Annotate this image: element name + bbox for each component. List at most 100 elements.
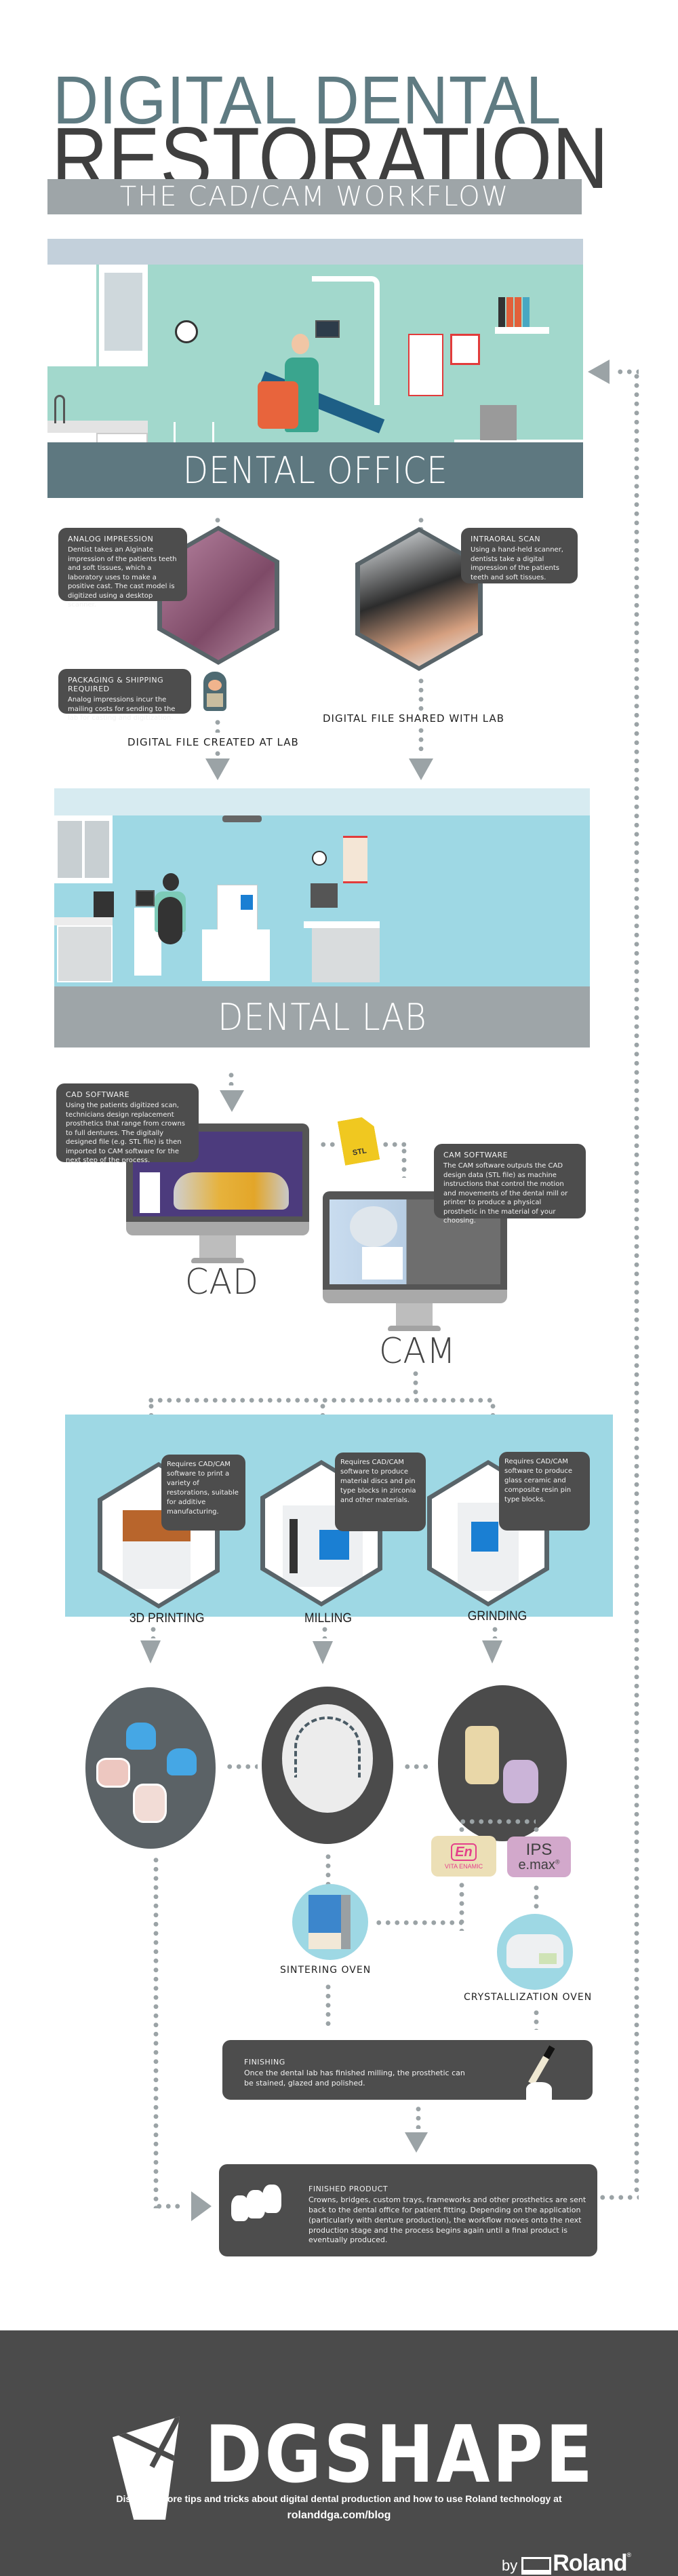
intraoral-scan-callout: INTRAORAL SCAN Using a hand-held scanner… <box>461 528 578 583</box>
connector-dots <box>418 726 424 756</box>
tooth-poster <box>408 334 443 396</box>
implant-poster <box>343 836 367 883</box>
cam-label: CAM <box>378 1331 456 1372</box>
callout-title: INTRAORAL SCAN <box>471 535 541 543</box>
connector-dots <box>155 2204 182 2209</box>
lab-workbench <box>202 929 270 981</box>
callout-body: Analog impressions incur the mailing cos… <box>68 696 176 722</box>
connector-dots <box>215 749 220 756</box>
footer: DGSHAPE Discover more tips and tricks ab… <box>0 2330 678 2576</box>
dental-lab-label: DENTAL LAB <box>217 995 427 1039</box>
arrow-down-icon <box>405 2132 428 2153</box>
sintering-oven-circle <box>292 1884 368 1960</box>
return-loop-connector <box>634 372 639 2197</box>
footer-link[interactable]: rolanddga.com/blog <box>287 2510 391 2521</box>
faucet-icon <box>54 395 65 423</box>
cad-label: CAD <box>184 1262 260 1303</box>
ips-line1: IPS <box>525 1841 553 1859</box>
connector-dots <box>228 1071 234 1085</box>
callout-title: PACKAGING & SHIPPING REQUIRED <box>68 676 164 693</box>
clock-icon <box>175 320 198 343</box>
connector-dots <box>403 1764 433 1769</box>
monitor-foot <box>191 1258 244 1263</box>
arrow-down-icon <box>409 758 433 780</box>
clock-icon <box>312 851 327 866</box>
lab-desk-monitor <box>311 883 338 908</box>
monitor-stand <box>199 1235 236 1261</box>
binder <box>515 297 521 327</box>
grinding-callout: Requires CAD/CAM software to produce gla… <box>499 1452 590 1531</box>
sintering-oven-label: SINTERING OVEN <box>280 1965 372 1976</box>
xray-monitor <box>315 320 340 338</box>
finished-product-callout: FINISHED PRODUCT Crowns, bridges, custom… <box>219 2164 597 2256</box>
wall-cabinet <box>47 265 96 366</box>
printed-model-icon <box>96 1758 130 1788</box>
connector-dots <box>381 1142 408 1147</box>
ips-emax-badge: IPS e.max® <box>507 1837 571 1877</box>
zirconia-disc-icon <box>282 1704 373 1813</box>
dental-office-scene: DENTAL OFFICE <box>47 239 583 498</box>
lab-ceiling <box>54 788 590 815</box>
arrow-down-icon <box>313 1641 333 1664</box>
milling-machine <box>217 885 258 931</box>
cad-software-callout: CAD SOFTWARE Using the patients digitize… <box>56 1083 199 1164</box>
lab-cabinet <box>54 815 113 883</box>
ceiling-light <box>222 815 262 822</box>
cam-software-callout: CAM SOFTWARE The CAM software outputs th… <box>434 1144 586 1225</box>
ground-output <box>438 1685 567 1841</box>
connector-dots <box>458 1819 536 1824</box>
connector-dots <box>534 1825 539 1833</box>
connector-dots <box>325 1982 331 2030</box>
callout-title: CAD SOFTWARE <box>66 1090 130 1099</box>
connector-dots <box>459 1881 464 1931</box>
dental-office-banner: DENTAL OFFICE <box>47 442 583 498</box>
connector-dots <box>322 1625 327 1638</box>
lab-drawers <box>57 925 113 982</box>
ceramic-block-icon <box>465 1726 499 1784</box>
monitor-stand <box>396 1303 433 1329</box>
analog-impression-callout: ANALOG IMPRESSION Dentist takes an Algin… <box>58 528 187 609</box>
connector-dots <box>492 1625 498 1638</box>
3d-printing-label: 3D PRINTING <box>129 1611 205 1626</box>
binder <box>506 297 513 327</box>
digital-file-shared-label: DIGITAL FILE SHARED WITH LAB <box>323 712 505 725</box>
dgshape-wordmark: DGSHAPE <box>205 2409 595 2501</box>
crystallization-oven-circle <box>497 1914 573 1990</box>
binder <box>523 297 530 327</box>
monitor-bezel <box>323 1191 507 1290</box>
arrow-down-icon <box>482 1640 502 1664</box>
shipping-callout: PACKAGING & SHIPPING REQUIRED Analog imp… <box>58 669 191 722</box>
bridge-teeth-icon <box>231 2185 283 2224</box>
callout-body: The CAM software outputs the CAD design … <box>443 1162 568 1225</box>
connector-dots <box>616 369 639 374</box>
registered-mark: ® <box>555 1858 560 1866</box>
oven-display <box>539 1953 557 1964</box>
callout-body: Requires CAD/CAM software to print a var… <box>167 1461 239 1516</box>
return-connector <box>598 2195 639 2200</box>
milled-output <box>262 1687 393 1844</box>
return-arrow-left-icon <box>588 360 610 384</box>
arrow-down-icon <box>205 758 230 780</box>
shelf <box>495 327 549 334</box>
printed-tray-icon <box>167 1748 197 1775</box>
printed-output <box>85 1687 216 1849</box>
binder <box>498 297 505 327</box>
callout-body: Using the patients digitized scan, techn… <box>66 1102 185 1164</box>
tooth-icon <box>526 2082 552 2100</box>
callout-body: Requires CAD/CAM software to produce mat… <box>340 1459 416 1504</box>
ips-line2: e.max <box>518 1858 555 1872</box>
crystallization-oven-label: CRYSTALLIZATION OVEN <box>464 1992 593 2003</box>
connector-dots <box>374 1920 462 1925</box>
connector-dots <box>413 1369 418 1396</box>
roland-wordmark: Roland <box>553 2550 627 2576</box>
finishing-callout: FINISHING Once the dental lab has finish… <box>222 2040 593 2100</box>
printed-model-icon <box>133 1784 167 1823</box>
oven-control-panel <box>308 1933 341 1949</box>
technician-chair <box>158 897 182 944</box>
connector-dots <box>534 2008 539 2030</box>
registered-mark: ® <box>626 2552 632 2558</box>
connector-dots <box>215 718 220 733</box>
callout-title: ANALOG IMPRESSION <box>68 535 154 543</box>
callout-body: Requires CAD/CAM software to produce gla… <box>504 1458 573 1503</box>
dental-lamp-arm <box>312 276 380 405</box>
